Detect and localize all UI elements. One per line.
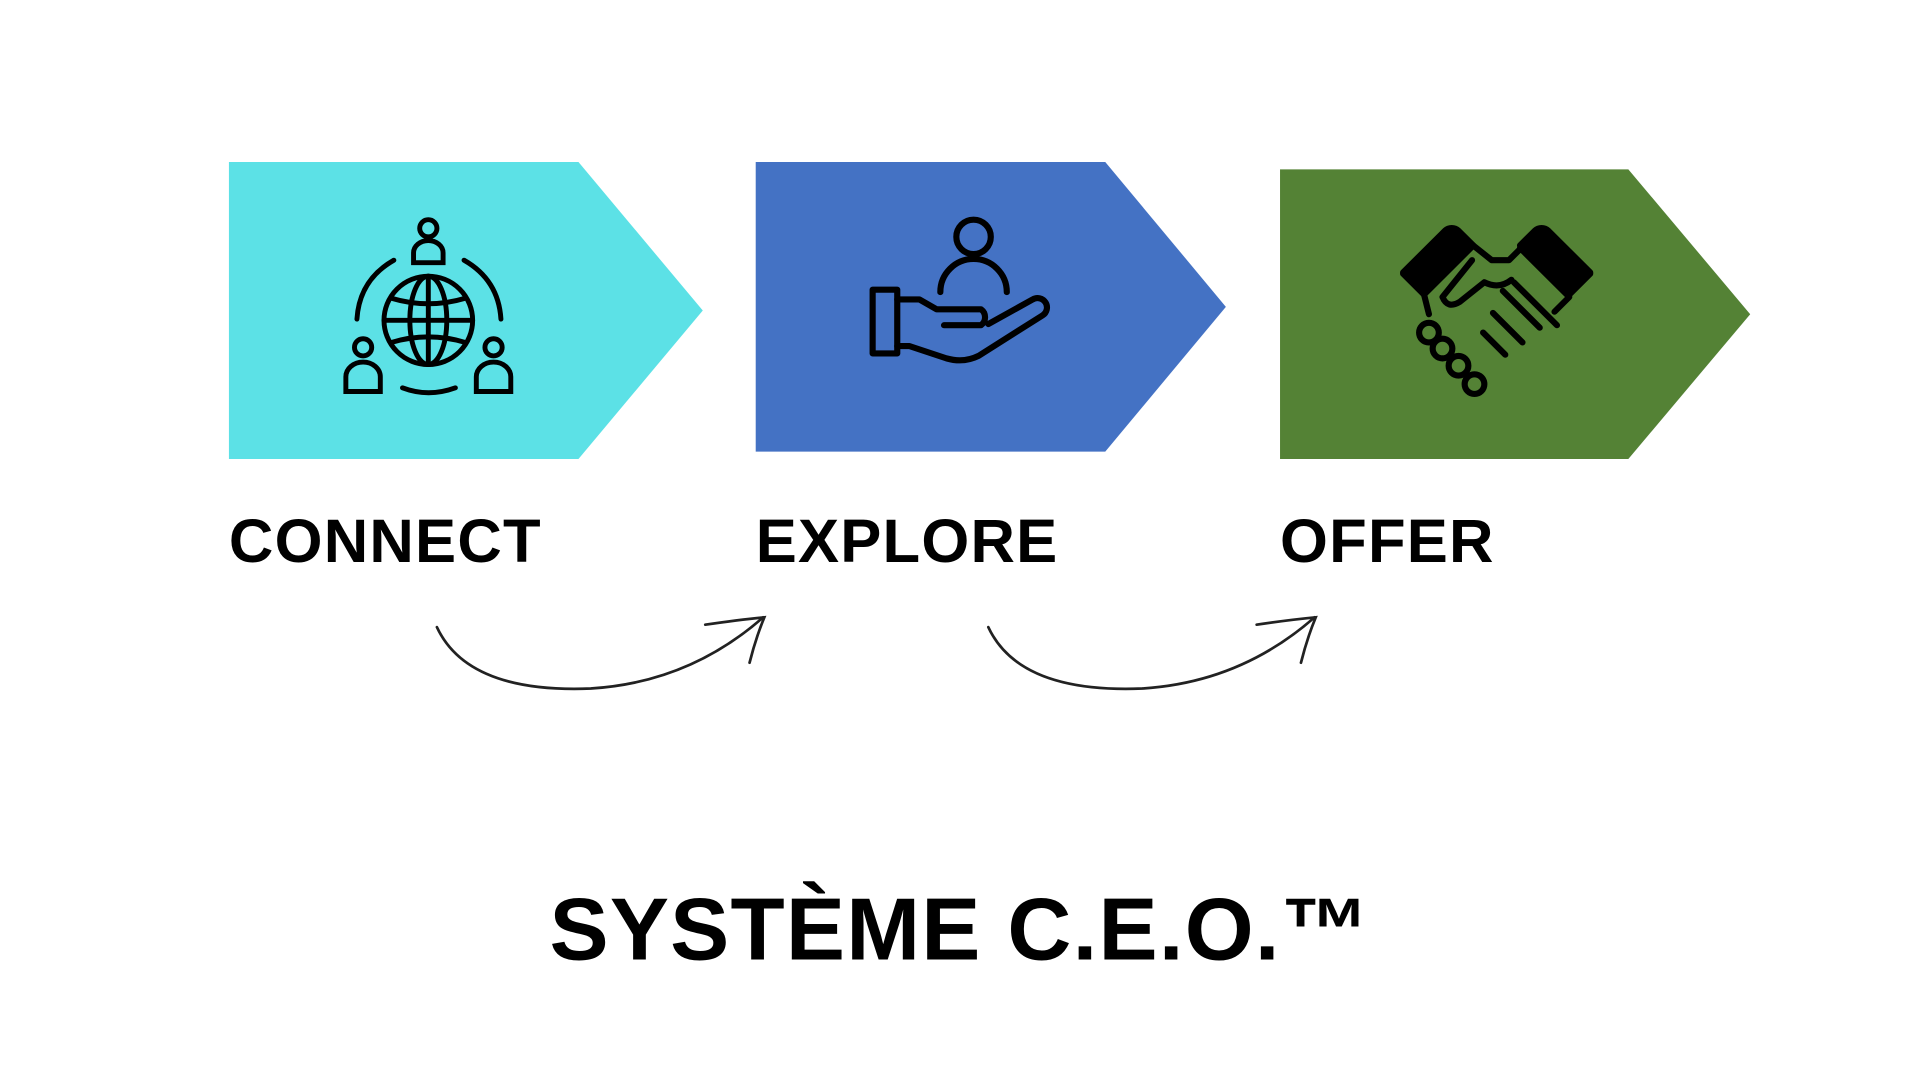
arrow-explore-to-offer	[986, 615, 1318, 691]
connect-chevron	[228, 162, 703, 460]
explore-chevron	[755, 162, 1226, 452]
global-network-icon	[343, 217, 514, 396]
arrow-connect-to-explore	[435, 615, 767, 691]
handshake-icon	[1400, 225, 1594, 398]
step-label-explore: EXPLORE	[755, 506, 1059, 576]
step-label-offer: OFFER	[1280, 506, 1495, 576]
offer-chevron	[1280, 169, 1751, 460]
step-label-connect: CONNECT	[228, 506, 542, 576]
page-title: SYSTÈME C.E.O.™	[549, 881, 1371, 980]
person-in-hand-icon	[869, 216, 1051, 364]
